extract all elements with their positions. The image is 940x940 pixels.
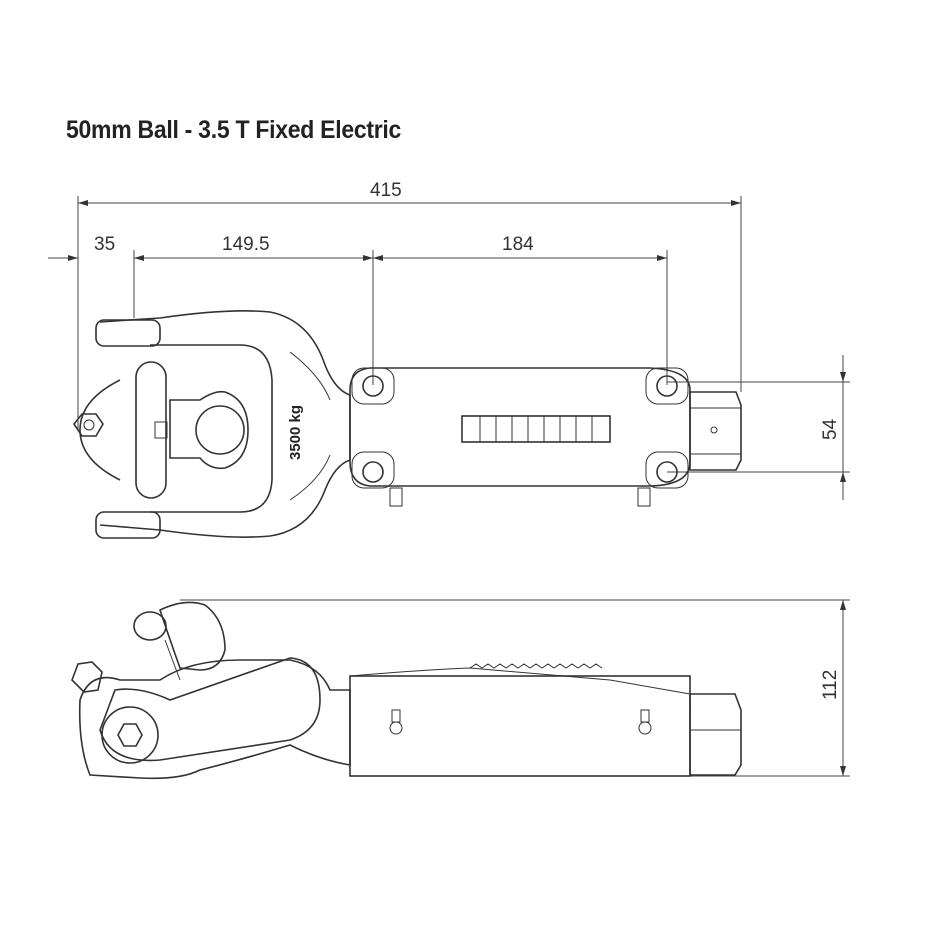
dimension-height: 112 bbox=[180, 599, 850, 777]
rating-label: 3500 kg bbox=[287, 405, 304, 460]
dimension-bolt-width: 54 bbox=[667, 355, 850, 500]
dimension-bolt-spacing: 184 bbox=[373, 234, 668, 385]
dimension-label: 112 bbox=[820, 670, 841, 700]
dimension-label: 149.5 bbox=[222, 234, 270, 255]
dimension-label: 54 bbox=[820, 418, 841, 440]
dimension-ball-to-bolt: 149.5 bbox=[134, 234, 374, 385]
bolt-holes bbox=[351, 367, 689, 489]
diagram-title: 50mm Ball - 3.5 T Fixed Electric bbox=[66, 116, 402, 144]
dimension-ball-offset: 35 bbox=[48, 234, 135, 318]
top-view: 3500 kg bbox=[73, 310, 742, 539]
side-view bbox=[71, 601, 742, 780]
dimension-label: 415 bbox=[370, 180, 402, 201]
dimension-label: 184 bbox=[502, 234, 534, 255]
dimension-label: 35 bbox=[94, 234, 115, 255]
dimension-overall-length: 415 bbox=[77, 180, 742, 430]
